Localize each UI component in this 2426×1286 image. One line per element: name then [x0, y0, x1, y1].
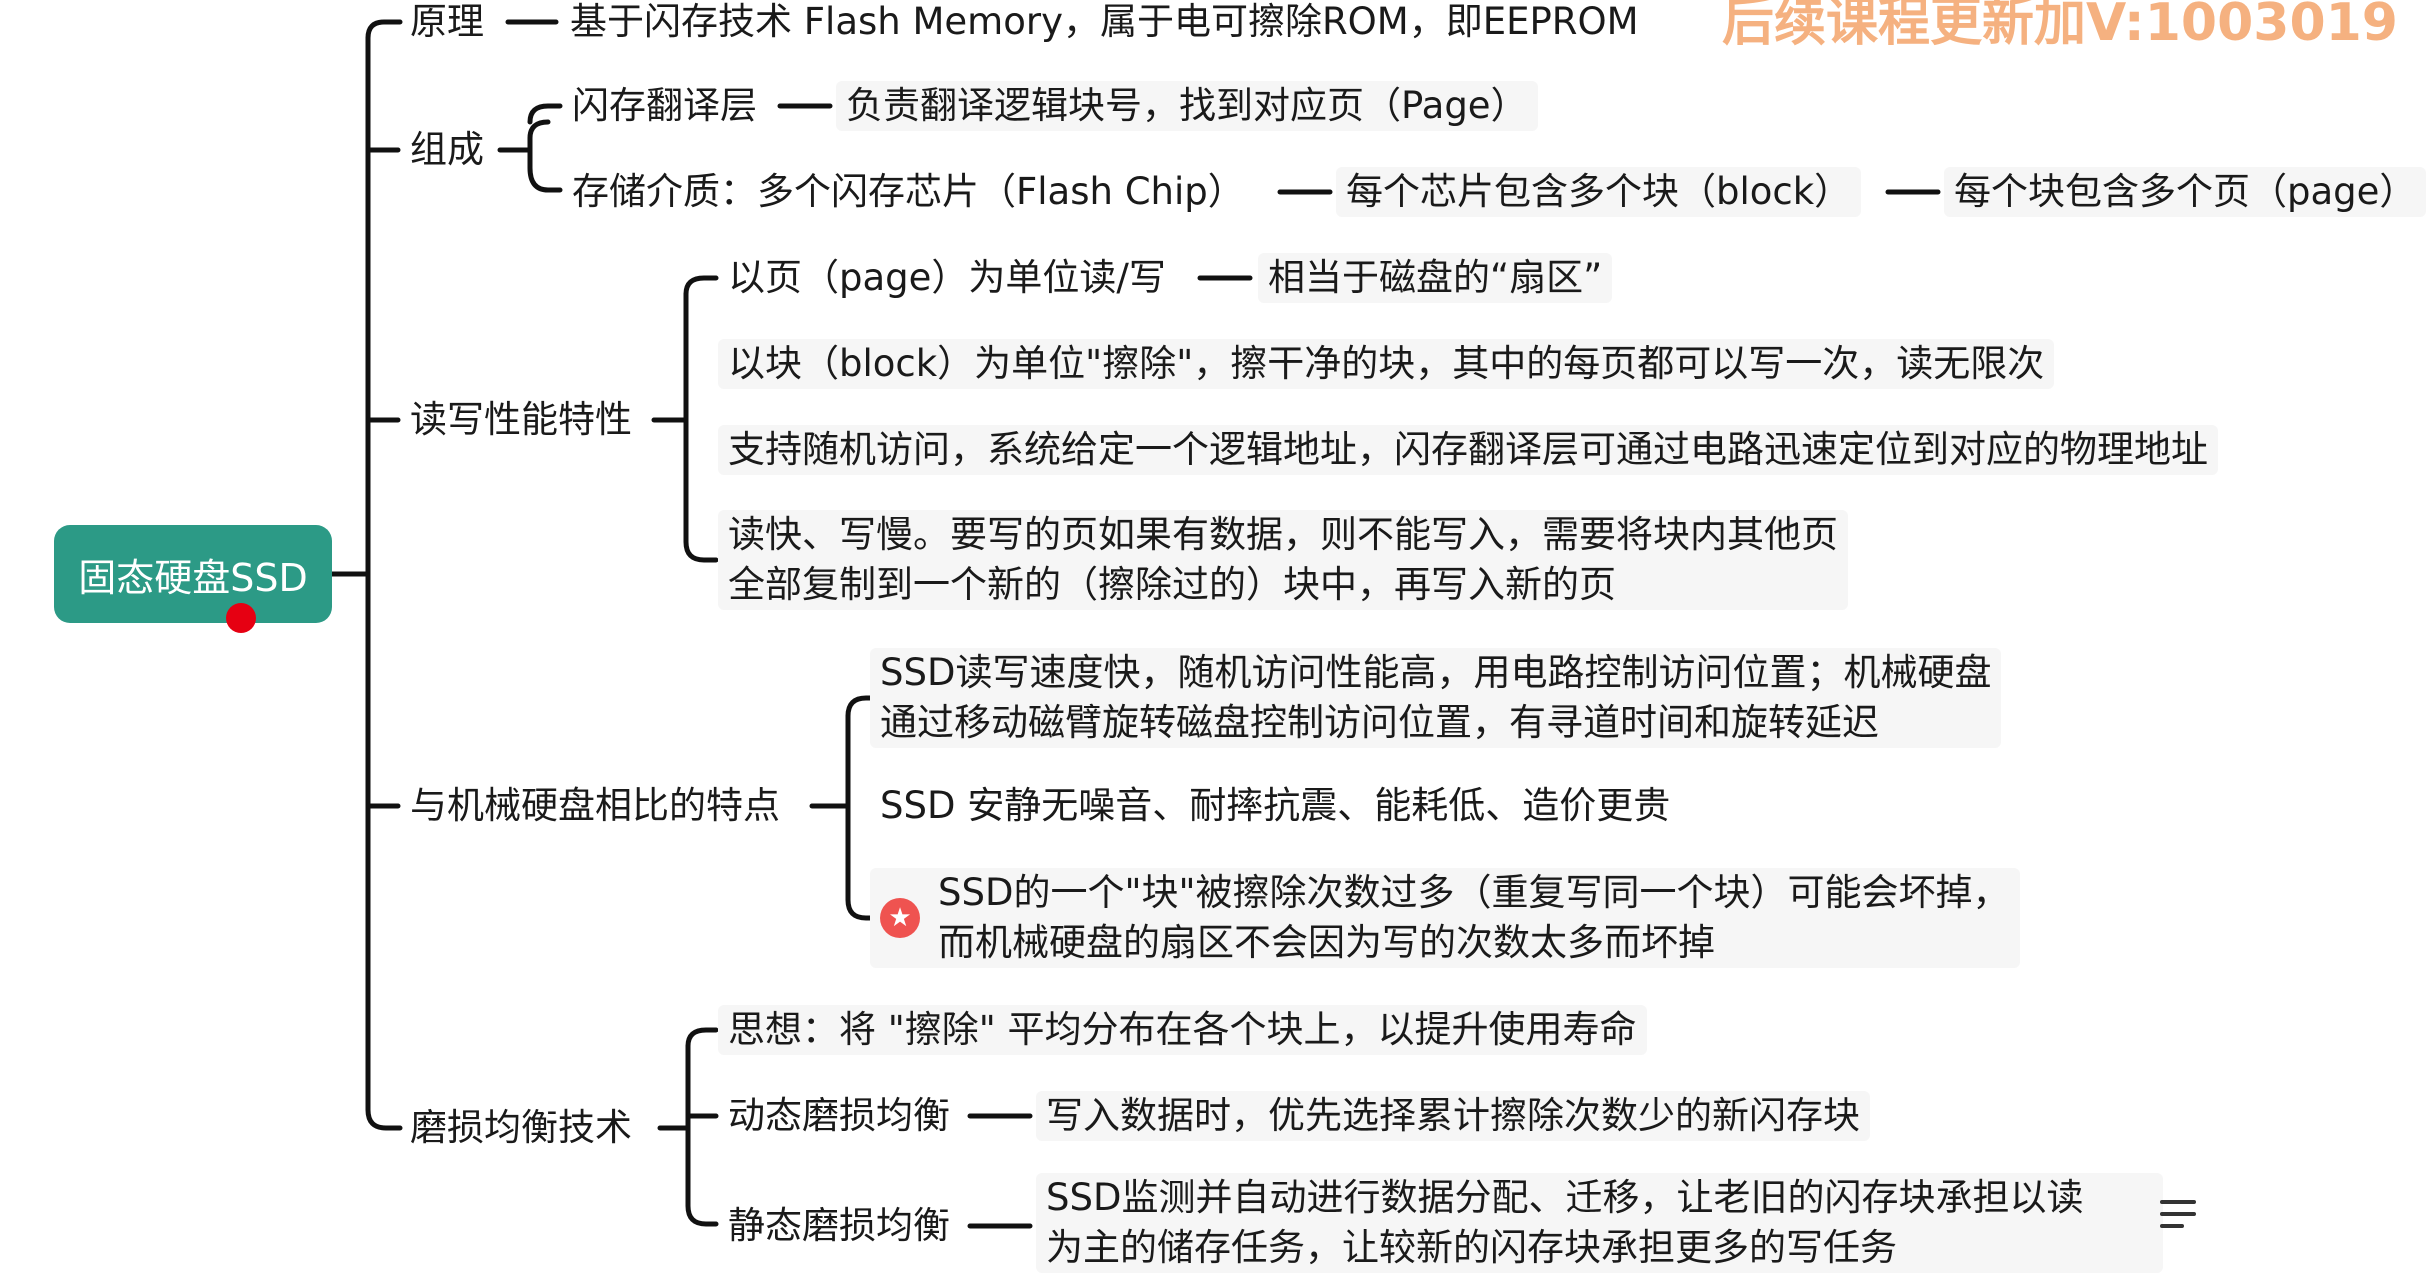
- static-detail-line-1: SSD监测并自动进行数据分配、迁移，让老旧的闪存块承担以读: [1046, 1176, 2084, 1219]
- red-dot-marker: [226, 603, 256, 633]
- node-block-unit[interactable]: 以块（block）为单位"擦除"，擦干净的块，其中的每页都可以写一次，读无限次: [718, 339, 2055, 389]
- node-ftl[interactable]: 闪存翻译层: [572, 84, 757, 127]
- node-static[interactable]: 静态磨损均衡: [728, 1204, 950, 1247]
- node-quiet[interactable]: SSD 安静无噪音、耐摔抗震、能耗低、造价更贵: [880, 784, 1671, 827]
- node-principle-detail[interactable]: 基于闪存技术 Flash Memory，属于电可擦除ROM，即EEPROM: [570, 0, 1639, 43]
- node-principle[interactable]: 原理: [410, 0, 484, 43]
- node-slow-write[interactable]: 读快、写慢。要写的页如果有数据，则不能写入，需要将块内其他页 全部复制到一个新的…: [718, 510, 1848, 610]
- watermark-text: 后续课程更新加V:1003019: [1722, 0, 2398, 53]
- node-chip[interactable]: 每个芯片包含多个块（block）: [1336, 167, 1862, 217]
- node-speed[interactable]: SSD读写速度快，随机访问性能高，用电路控制访问位置；机械硬盘 通过移动磁臂旋转…: [870, 648, 2002, 748]
- root-label: 固态硬盘SSD: [78, 555, 308, 600]
- speed-line-1: SSD读写速度快，随机访问性能高，用电路控制访问位置；机械硬盘: [880, 651, 1992, 694]
- node-page-unit-detail[interactable]: 相当于磁盘的“扇区”: [1258, 253, 1613, 303]
- static-detail-line-2: 为主的储存任务，让较新的闪存块承担更多的写任务: [1046, 1226, 1897, 1269]
- node-ftl-detail[interactable]: 负责翻译逻辑块号，找到对应页（Page）: [836, 81, 1538, 131]
- node-composition[interactable]: 组成: [410, 128, 484, 171]
- node-compare[interactable]: 与机械硬盘相比的特点: [410, 784, 780, 827]
- node-dynamic[interactable]: 动态磨损均衡: [728, 1094, 950, 1137]
- star-icon: ★: [880, 898, 920, 938]
- slow-write-line-2: 全部复制到一个新的（擦除过的）块中，再写入新的页: [728, 563, 1616, 606]
- node-static-detail[interactable]: SSD监测并自动进行数据分配、迁移，让老旧的闪存块承担以读 为主的储存任务，让较…: [1036, 1173, 2164, 1273]
- root-node[interactable]: 固态硬盘SSD: [54, 525, 332, 623]
- wear-line-1: SSD的一个"块"被擦除次数过多（重复写同一个块）可能会坏掉，: [938, 871, 2010, 914]
- node-leveling[interactable]: 磨损均衡技术: [410, 1106, 632, 1149]
- node-random-access[interactable]: 支持随机访问，系统给定一个逻辑地址，闪存翻译层可通过电路迅速定位到对应的物理地址: [718, 425, 2218, 475]
- speed-line-2: 通过移动磁臂旋转磁盘控制访问位置，有寻道时间和旋转延迟: [880, 701, 1879, 744]
- node-block[interactable]: 每个块包含多个页（page）: [1944, 167, 2426, 217]
- node-idea[interactable]: 思想：将 "擦除" 平均分布在各个块上，以提升使用寿命: [718, 1005, 1647, 1055]
- menu-icon[interactable]: [2160, 1200, 2196, 1230]
- node-page-unit[interactable]: 以页（page）为单位读/写: [728, 256, 1166, 299]
- node-dynamic-detail[interactable]: 写入数据时，优先选择累计擦除次数少的新闪存块: [1036, 1091, 1870, 1141]
- wear-line-2: 而机械硬盘的扇区不会因为写的次数太多而坏掉: [938, 921, 1715, 964]
- node-wear[interactable]: SSD的一个"块"被擦除次数过多（重复写同一个块）可能会坏掉， 而机械硬盘的扇区…: [870, 868, 2020, 968]
- node-rw[interactable]: 读写性能特性: [410, 398, 632, 441]
- slow-write-line-1: 读快、写慢。要写的页如果有数据，则不能写入，需要将块内其他页: [728, 513, 1838, 556]
- node-medium[interactable]: 存储介质：多个闪存芯片（Flash Chip）: [572, 170, 1245, 213]
